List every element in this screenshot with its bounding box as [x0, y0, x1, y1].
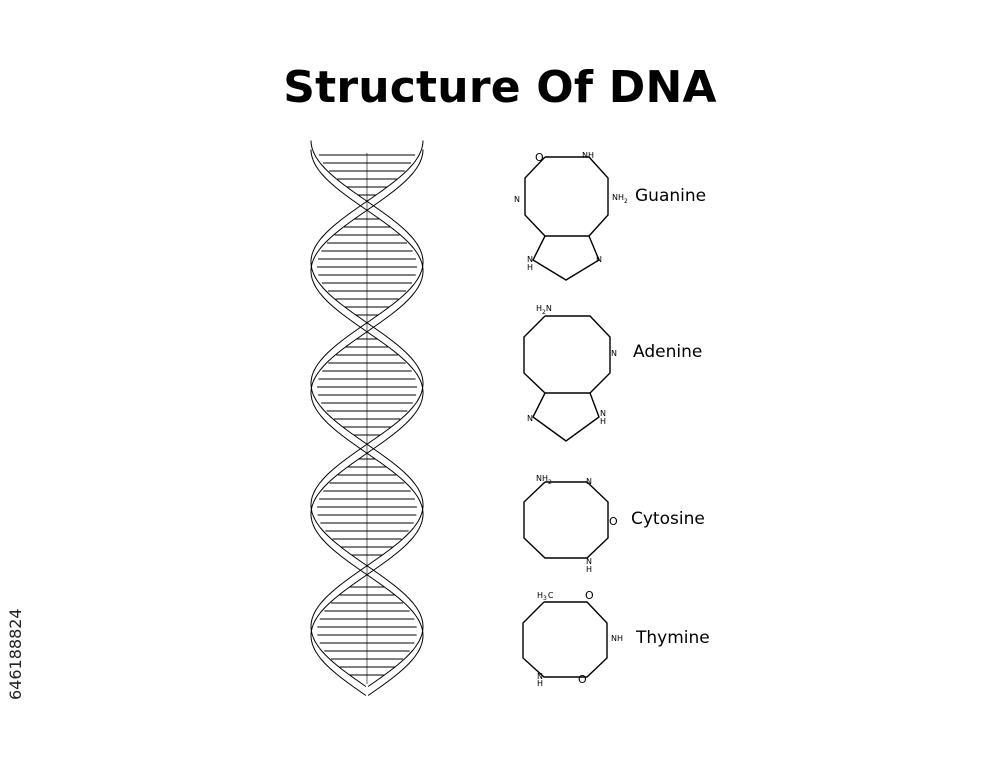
- adenine-nh-right-label: N: [600, 409, 606, 418]
- page-title: Structure Of DNA: [283, 62, 717, 113]
- guanine-nh-bottom-h-label: H: [527, 263, 533, 272]
- thymine-label: Thymine: [635, 628, 710, 648]
- thymine-nh-bottom-h-label: H: [537, 679, 543, 688]
- adenine-n-left-label: N: [527, 414, 533, 423]
- cytosine-structure: [523, 481, 609, 559]
- thymine-h3c-label: H3C: [537, 591, 554, 602]
- guanine-six-ring: [524, 156, 609, 237]
- guanine-structure: [524, 156, 609, 281]
- dna-double-helix: [310, 140, 424, 696]
- adenine-five-ring: [532, 392, 600, 442]
- cytosine-atoms: NH2 N O N H: [536, 474, 618, 574]
- cytosine-nh-bottom-h-label: H: [586, 565, 592, 574]
- thymine-o-top-label: O: [585, 589, 594, 602]
- cytosine-o-label: O: [609, 515, 618, 528]
- cytosine-ring: [523, 481, 609, 559]
- adenine-atoms: H2N N N N H: [527, 304, 617, 426]
- helix-strand-b-edge: [310, 149, 424, 696]
- guanine-five-ring: [532, 235, 600, 281]
- thymine-o-bottom-label: O: [578, 673, 587, 686]
- cytosine-label: Cytosine: [631, 509, 705, 529]
- adenine-label: Adenine: [633, 342, 702, 362]
- adenine-six-ring: [523, 315, 611, 394]
- guanine-nh-label: NH: [582, 151, 594, 160]
- thymine-atoms: H3C O NH N H O: [537, 589, 623, 688]
- cytosine-nh2-label: NH2: [536, 474, 552, 486]
- guanine-label: Guanine: [635, 186, 706, 206]
- guanine-nh2-label: NH2: [612, 193, 628, 205]
- cytosine-nh-bottom-label: N: [586, 557, 592, 566]
- adenine-structure: [523, 315, 611, 442]
- adenine-h2n-label: H2N: [536, 304, 552, 316]
- helix-strand-a-edge: [310, 140, 424, 687]
- adenine-n-right-label: N: [611, 349, 617, 358]
- helix-strand-b-edge: [310, 140, 424, 687]
- thymine-nh-label: NH: [611, 634, 623, 643]
- helix-strand-a-edge: [310, 149, 424, 696]
- cytosine-n-top-label: N: [586, 477, 592, 486]
- guanine-nh-bottom-label: N: [527, 255, 533, 264]
- guanine-n-right-label: N: [596, 255, 602, 264]
- thymine-ring: [522, 601, 608, 678]
- guanine-n-left-label: N: [514, 195, 520, 204]
- guanine-atoms: O NH NH2 N N H N: [514, 151, 628, 272]
- thymine-structure: [522, 601, 608, 678]
- thymine-nh-bottom-label: N: [537, 672, 543, 681]
- guanine-o-label: O: [535, 151, 544, 164]
- adenine-nh-right-h-label: H: [600, 417, 606, 426]
